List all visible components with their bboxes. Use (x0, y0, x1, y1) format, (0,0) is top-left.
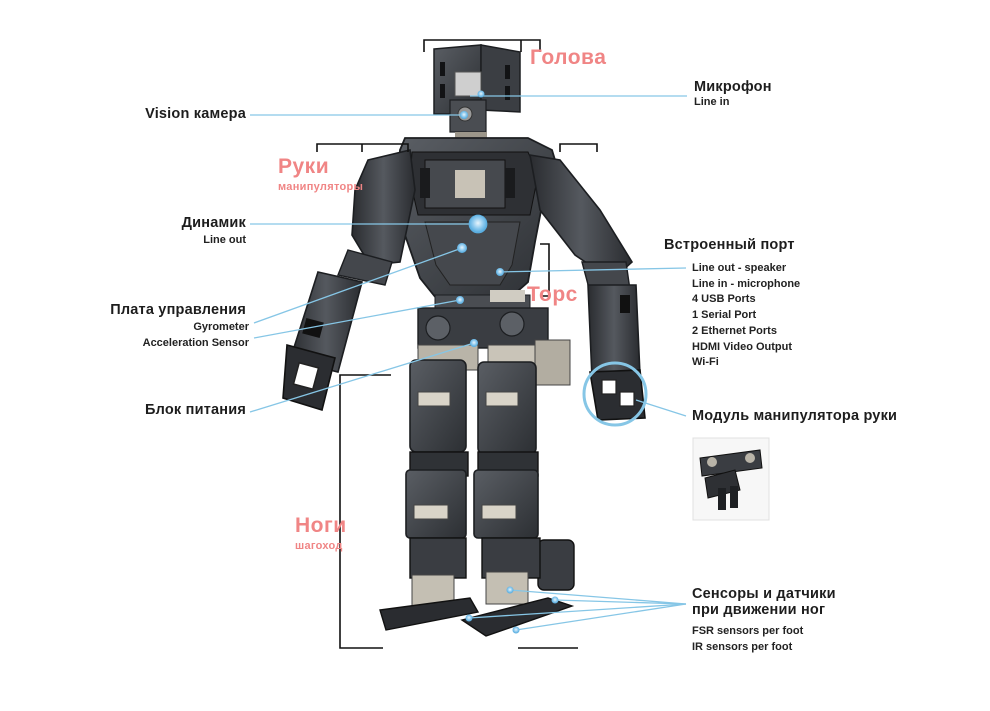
arms-bracket-right (559, 143, 598, 152)
label-control-board: Плата управления (110, 302, 246, 318)
robot-head (433, 44, 521, 144)
label-power-unit: Блок питания (145, 402, 246, 418)
section-label-torso: Торс (527, 283, 578, 306)
robot-right-leg (460, 361, 575, 637)
head-bracket (423, 39, 541, 52)
control-board-details: Gyrometer Acceleration Sensor (143, 320, 249, 351)
builtin-port-item: 4 USB Ports (692, 293, 756, 306)
arm-module-photo (692, 437, 770, 521)
callout-points (456, 90, 648, 634)
label-leg-sensors-line1: Сенсоры и датчики (692, 586, 836, 602)
builtin-port-item: Line out - speaker (692, 262, 787, 274)
label-microphone-sub: Line in (694, 96, 730, 108)
callout-lines (249, 95, 687, 631)
arm-module-highlight (582, 361, 648, 427)
brackets (316, 39, 598, 649)
label-builtin-port: Встроенный порт (664, 237, 795, 253)
legs-bracket (339, 374, 391, 649)
leg-sensors-item: FSR sensors per foot (692, 625, 804, 637)
torso-bracket (540, 243, 550, 297)
builtin-port-item: Wi-Fi (692, 356, 719, 369)
builtin-port-item: HDMI Video Output (692, 340, 793, 353)
section-label-legs-sub: шагоход (295, 540, 343, 552)
control-board-item: Acceleration Sensor (142, 336, 249, 349)
leg-sensors-item: IR sensors per foot (692, 640, 793, 653)
robot-left-leg (379, 359, 480, 631)
builtin-port-list: Line out - speaker Line in - microphone … (692, 261, 800, 371)
label-microphone: Микрофон (694, 79, 772, 95)
label-vision-camera: Vision камера (145, 106, 246, 122)
leg-sensors-list: FSR sensors per foot IR sensors per foot (692, 624, 803, 655)
label-arm-module: Модуль манипулятора руки (692, 408, 898, 424)
robot-left-arm (282, 149, 416, 412)
robot-right-arm (529, 154, 646, 421)
label-leg-sensors-line2: при движении ног (692, 602, 826, 618)
label-speaker-sub: Line out (203, 234, 246, 246)
builtin-port-item: 1 Serial Port (692, 309, 757, 322)
section-label-head: Голова (530, 46, 607, 69)
builtin-port-item: 2 Ethernet Ports (692, 324, 777, 337)
section-label-arms: Руки (278, 155, 330, 178)
label-speaker: Динамик (181, 215, 246, 231)
section-label-arms-sub: манипуляторы (278, 181, 364, 193)
builtin-port-item: Line in - microphone (692, 277, 801, 290)
section-label-legs: Ноги (295, 514, 347, 537)
control-board-item: Gyrometer (193, 321, 249, 333)
